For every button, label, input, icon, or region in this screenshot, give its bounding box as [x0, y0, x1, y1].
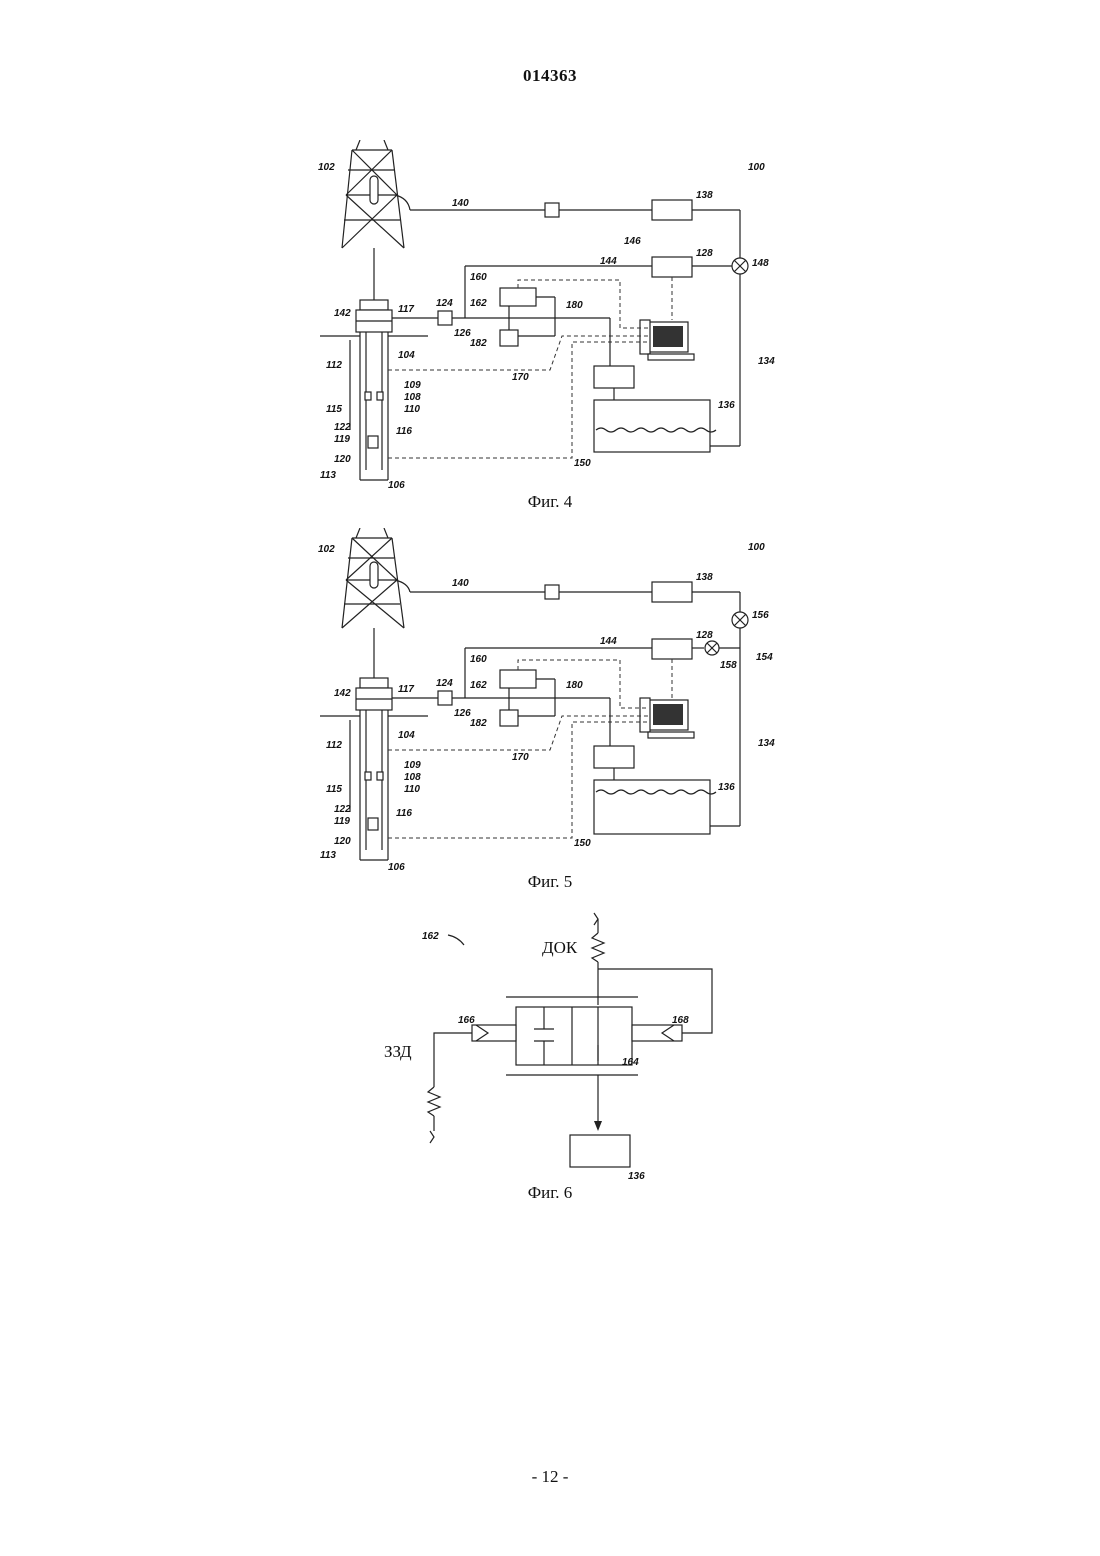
label-zzd: ЗЗД — [384, 1042, 412, 1061]
label-134: 134 — [758, 738, 775, 749]
label-122: 122 — [334, 422, 351, 433]
label-144: 144 — [600, 636, 617, 647]
label-117: 117 — [398, 684, 414, 695]
label-112: 112 — [326, 740, 342, 751]
label-170: 170 — [512, 752, 529, 763]
label-160: 160 — [470, 272, 487, 283]
label-dok: ДОК — [542, 938, 578, 957]
label-136: 136 — [718, 782, 735, 793]
label-180: 180 — [566, 680, 583, 691]
label-182: 182 — [470, 718, 487, 729]
label-104: 104 — [398, 350, 415, 361]
label-140: 140 — [452, 578, 469, 589]
label-116: 116 — [396, 808, 412, 819]
label-170: 170 — [512, 372, 529, 383]
label-113: 113 — [320, 850, 336, 861]
label-120: 120 — [334, 454, 351, 465]
label-180: 180 — [566, 300, 583, 311]
figure-5-caption: Фиг. 5 — [0, 872, 1100, 892]
label-108: 108 — [404, 772, 421, 783]
label-148: 148 — [752, 258, 769, 269]
label-115: 115 — [326, 784, 342, 795]
figure-6-caption: Фиг. 6 — [0, 1183, 1100, 1203]
label-113: 113 — [320, 470, 336, 481]
label-119: 119 — [334, 434, 350, 445]
label-158: 158 — [720, 660, 737, 671]
label-119: 119 — [334, 816, 350, 827]
label-109: 109 — [404, 760, 421, 771]
label-126: 126 — [454, 708, 471, 719]
computer-icon — [640, 698, 694, 738]
label-128: 128 — [696, 630, 713, 641]
label-146: 146 — [624, 236, 641, 247]
label-109: 109 — [404, 380, 421, 391]
figure-6-diagram: 162 ДОК 166 168 164 ЗЗД 136 — [370, 905, 750, 1185]
label-102: 102 — [318, 162, 335, 173]
page-number: - 12 - — [0, 1467, 1100, 1487]
label-110: 110 — [404, 784, 420, 795]
label-115: 115 — [326, 404, 342, 415]
label-124: 124 — [436, 678, 453, 689]
label-110: 110 — [404, 404, 420, 415]
label-136: 136 — [718, 400, 735, 411]
figure-5-svg: 102 100 140 138 156 128 158 154 144 160 … — [300, 528, 800, 878]
label-108: 108 — [404, 392, 421, 403]
label-138: 138 — [696, 572, 713, 583]
label-150: 150 — [574, 458, 591, 469]
figure-4-caption: Фиг. 4 — [0, 492, 1100, 512]
label-138: 138 — [696, 190, 713, 201]
label-120: 120 — [334, 836, 351, 847]
document-number: 014363 — [0, 66, 1100, 86]
label-117: 117 — [398, 304, 414, 315]
label-162: 162 — [422, 931, 439, 942]
label-124: 124 — [436, 298, 453, 309]
label-160: 160 — [470, 654, 487, 665]
figure-4-diagram: 102 100 140 138 146 128 148 144 160 162 … — [300, 140, 800, 500]
label-102: 102 — [318, 544, 335, 555]
label-100: 100 — [748, 542, 765, 553]
label-116: 116 — [396, 426, 412, 437]
label-162: 162 — [470, 298, 487, 309]
label-140: 140 — [452, 198, 469, 209]
computer-icon — [640, 320, 694, 360]
figure-6-svg: 162 ДОК 166 168 164 ЗЗД 136 — [370, 905, 750, 1185]
label-150: 150 — [574, 838, 591, 849]
label-154: 154 — [756, 652, 773, 663]
label-126: 126 — [454, 328, 471, 339]
label-162: 162 — [470, 680, 487, 691]
label-156: 156 — [752, 610, 769, 621]
label-106: 106 — [388, 480, 405, 491]
label-136: 136 — [628, 1171, 645, 1182]
label-168: 168 — [672, 1015, 689, 1026]
drilling-rig-drawing — [342, 528, 410, 678]
label-122: 122 — [334, 804, 351, 815]
figure-4-svg: 102 100 140 138 146 128 148 144 160 162 … — [300, 140, 800, 500]
label-166: 166 — [458, 1015, 475, 1026]
drilling-rig-drawing — [342, 140, 410, 300]
label-112: 112 — [326, 360, 342, 371]
label-104: 104 — [398, 730, 415, 741]
label-100: 100 — [748, 162, 765, 173]
label-144: 144 — [600, 256, 617, 267]
label-182: 182 — [470, 338, 487, 349]
label-134: 134 — [758, 356, 775, 367]
label-164: 164 — [622, 1057, 639, 1068]
figure-5-diagram: 102 100 140 138 156 128 158 154 144 160 … — [300, 528, 800, 878]
label-142: 142 — [334, 308, 351, 319]
label-128: 128 — [696, 248, 713, 259]
label-142: 142 — [334, 688, 351, 699]
